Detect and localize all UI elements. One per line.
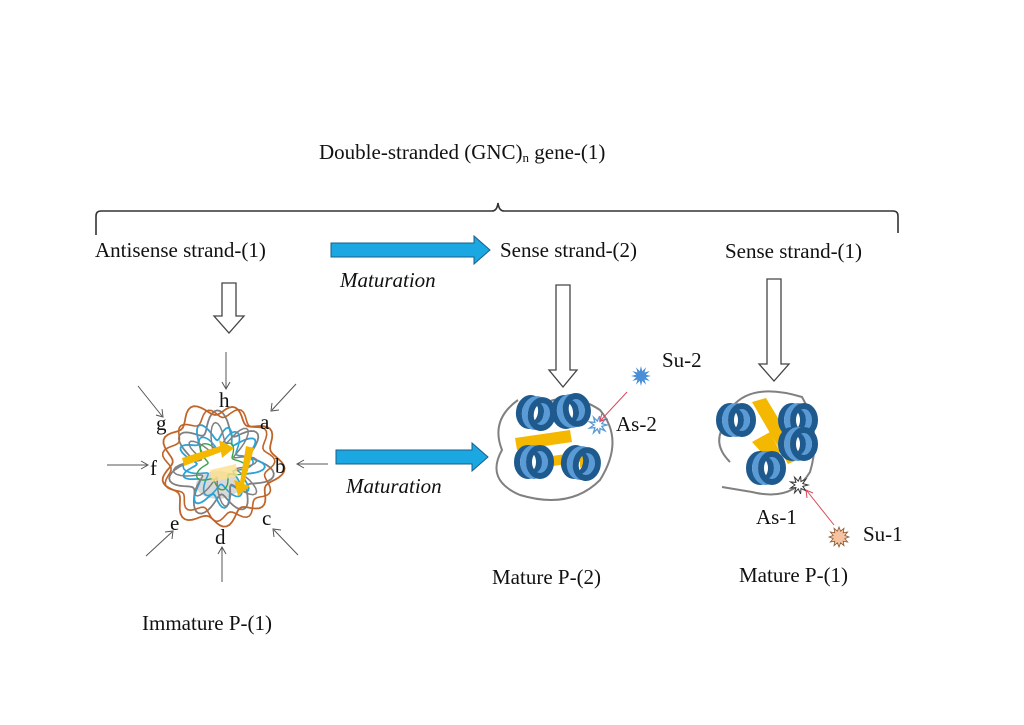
helix-turn (790, 427, 818, 461)
down-arrow-sense-2 (547, 284, 579, 389)
substrate-1-label: Su-1 (863, 522, 903, 546)
alpha-helix (515, 395, 556, 432)
mature-protein-1 (716, 390, 818, 496)
immature-protein (161, 405, 286, 528)
helix-turn (526, 445, 554, 479)
immature-protein-label: Immature P-(1) (142, 611, 273, 635)
gene-brace (95, 202, 899, 235)
sense-strand-2-label: Sense strand-(2) (500, 238, 638, 262)
site-label-h: h (219, 388, 230, 412)
beta-sheet-faint (210, 464, 238, 482)
gene-title-suffix: gene-(1) (529, 140, 606, 164)
site-label-a: a (260, 410, 270, 434)
su2-pointer (599, 391, 628, 422)
sense-strand-1-label: Sense strand-(1) (725, 239, 863, 263)
down-arrow-antisense (212, 282, 246, 334)
alpha-helix (746, 451, 786, 485)
beta-sheet (515, 430, 572, 450)
mature-protein-2-label: Mature P-(2) (492, 565, 602, 589)
substrate-2-shape (631, 366, 651, 386)
alpha-helix (560, 445, 601, 482)
site-arrows (107, 352, 328, 582)
helix-turn (562, 392, 591, 427)
alpha-helix (778, 427, 818, 461)
gene-title-subscript: n (522, 150, 530, 165)
coil-cyan-inner (182, 430, 254, 498)
alpha-helix (514, 445, 554, 479)
maturation-label-top: Maturation (340, 268, 436, 292)
helix-turn (758, 451, 786, 485)
site-label-e: e (170, 511, 180, 535)
coil-orange-2 (162, 408, 276, 523)
gene-title-main: Double-stranded (GNC) (319, 140, 523, 164)
coil-gray (168, 409, 275, 515)
site-label-g: g (156, 411, 167, 435)
coil-gray-inner (172, 421, 258, 507)
site-label-f: f (150, 456, 157, 480)
site-label-d: d (215, 525, 226, 549)
alpha-helix (550, 392, 591, 429)
site-label-c: c (262, 506, 272, 530)
helix-turn (728, 403, 756, 437)
substrate-2-label: Su-2 (662, 348, 702, 372)
beta-sheet (234, 446, 254, 496)
helix-turn (572, 447, 601, 482)
maturation-arrow-top (330, 234, 491, 266)
beta-sheet (182, 440, 234, 466)
down-arrow-sense-1 (757, 278, 791, 382)
site-label-b: b (275, 454, 286, 478)
maturation-label-bottom: Maturation (346, 474, 442, 498)
substrate-1-shape (827, 525, 851, 549)
alpha-helix (716, 403, 756, 437)
gene-title: Double-stranded (GNC)n gene-(1) (319, 140, 606, 165)
random-coil (495, 397, 614, 501)
mature-protein-1-label: Mature P-(1) (739, 563, 849, 587)
active-site-1-outline (788, 475, 810, 495)
coil-green (195, 442, 249, 491)
su1-pointer (805, 489, 835, 526)
antisense-strand-1-label: Antisense strand-(1) (95, 238, 266, 262)
active-site-1-label: As-1 (756, 505, 797, 529)
active-site-2-outline (587, 414, 610, 436)
maturation-arrow-bottom (335, 441, 489, 473)
active-site-2-label: As-2 (616, 412, 657, 436)
mature-protein-2 (495, 392, 614, 501)
coil-orange (161, 405, 286, 528)
